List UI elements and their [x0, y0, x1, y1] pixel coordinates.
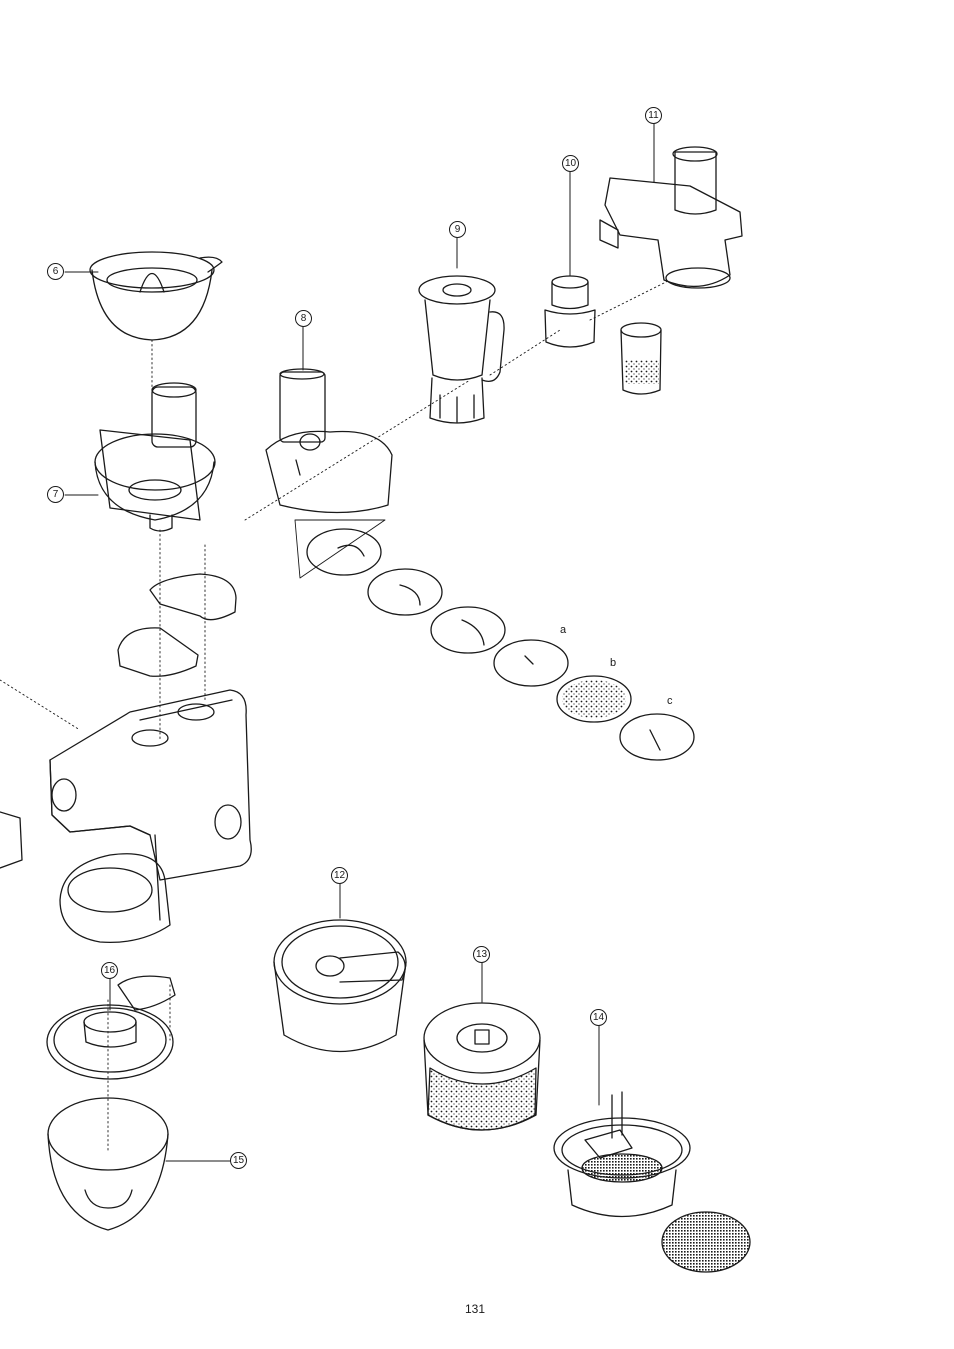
- dicer: [424, 1003, 540, 1130]
- slicer-grater-attachment: [600, 147, 742, 288]
- citrus-juicer: [90, 252, 222, 340]
- callout-13: 13: [473, 946, 490, 963]
- disc-label-b: b: [610, 657, 616, 669]
- page-number: 131: [465, 1302, 485, 1316]
- callout-9: 9: [449, 221, 466, 238]
- food-processor-attachment: [95, 383, 215, 531]
- outlet-covers: [118, 574, 236, 676]
- callout-7: 7: [47, 486, 64, 503]
- processor-disc-set: [295, 520, 694, 760]
- callout-12: 12: [331, 867, 348, 884]
- sieve: [554, 1092, 750, 1272]
- callout-6: 6: [47, 263, 64, 280]
- multi-food-processor: [266, 369, 392, 513]
- callout-14: 14: [590, 1009, 607, 1026]
- callout-11: 11: [645, 107, 662, 124]
- disc-label-c: c: [667, 695, 673, 707]
- blender: [419, 276, 504, 423]
- disc-label-a: a: [560, 624, 566, 636]
- stand-mixer: [50, 690, 251, 942]
- alignment-lines: [0, 280, 670, 1150]
- callout-8: 8: [295, 310, 312, 327]
- callout-10: 10: [562, 155, 579, 172]
- partial-accessory: [0, 812, 22, 868]
- callout-16: 16: [101, 962, 118, 979]
- splash-guard: [47, 976, 175, 1079]
- callout-15: 15: [230, 1152, 247, 1169]
- ice-cream-maker: [274, 920, 406, 1052]
